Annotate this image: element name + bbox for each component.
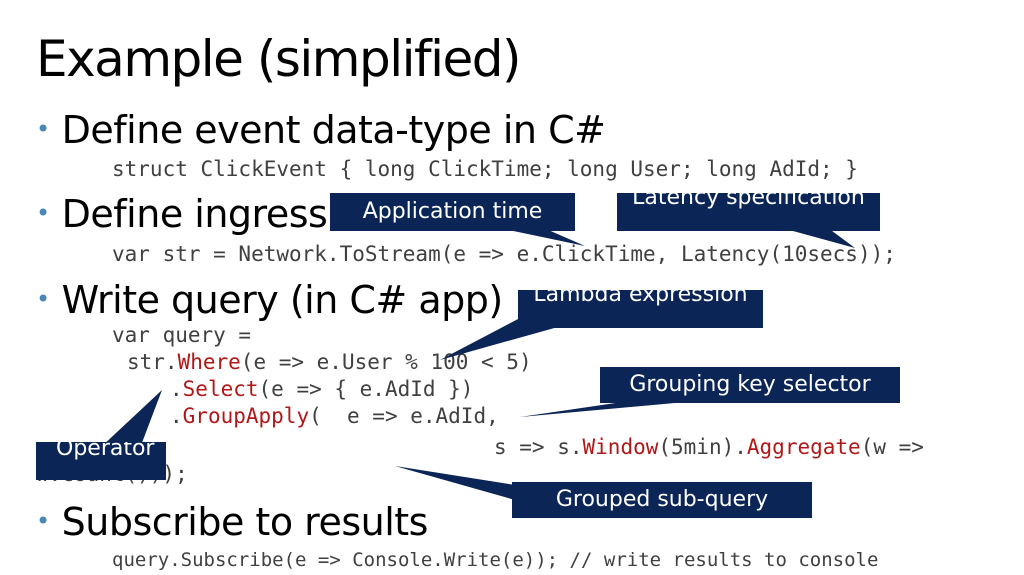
keyword-select: Select xyxy=(182,377,259,401)
keyword-where: Where xyxy=(177,350,241,374)
bullet-text: Define event data-type in C# xyxy=(61,108,606,152)
bullet-text: Define ingress xyxy=(61,192,328,236)
callout-grouping-key-selector: Grouping key selector xyxy=(600,367,900,403)
bullet-text: Subscribe to results xyxy=(61,500,429,544)
bullet-dot-icon: • xyxy=(36,115,50,143)
keyword-groupapply: GroupApply xyxy=(182,404,310,428)
code-query-line5: s => s.Window(5min).Aggregate(w => xyxy=(494,435,924,459)
bullet-dot-icon: • xyxy=(36,199,50,227)
code-ingress-line: var str = Network.ToStream(e => e.ClickT… xyxy=(112,242,896,266)
bullet-write-query: • Write query (in C# app) xyxy=(36,278,503,322)
code-struct-line: struct ClickEvent { long ClickTime; long… xyxy=(112,157,858,181)
bullet-dot-icon: • xyxy=(36,507,50,535)
slide-title: Example (simplified) xyxy=(36,30,522,88)
pointer-lambda xyxy=(440,318,590,360)
code-query-line4: .GroupApply( e => e.AdId, xyxy=(170,404,499,428)
callout-application-time: Application time xyxy=(330,193,575,231)
callout-operator: Operator xyxy=(36,442,166,480)
code-query-line3: .Select(e => { e.AdId }) xyxy=(170,377,474,401)
bullet-dot-icon: • xyxy=(36,285,50,313)
bullet-subscribe: • Subscribe to results xyxy=(36,500,428,544)
bullet-text: Write query (in C# app) xyxy=(61,278,504,322)
keyword-aggregate: Aggregate xyxy=(746,435,861,459)
code-query-line1: var query = xyxy=(112,323,252,347)
keyword-window: Window xyxy=(582,435,659,459)
bullet-define-event: • Define event data-type in C# xyxy=(36,108,606,152)
code-query-line2: str.Where(e => e.User % 100 < 5) xyxy=(127,350,532,374)
pointer-operator xyxy=(100,390,162,448)
code-subscribe-line: query.Subscribe(e => Console.Write(e)); … xyxy=(112,549,879,571)
callout-grouped-sub-query: Grouped sub-query xyxy=(512,482,812,518)
bullet-define-ingress: • Define ingress xyxy=(36,192,328,236)
pointer-grouped-subquery xyxy=(395,466,515,500)
callout-latency-specification: Latency specification xyxy=(617,193,880,231)
callout-lambda-expression: Lambda expression xyxy=(518,290,763,328)
